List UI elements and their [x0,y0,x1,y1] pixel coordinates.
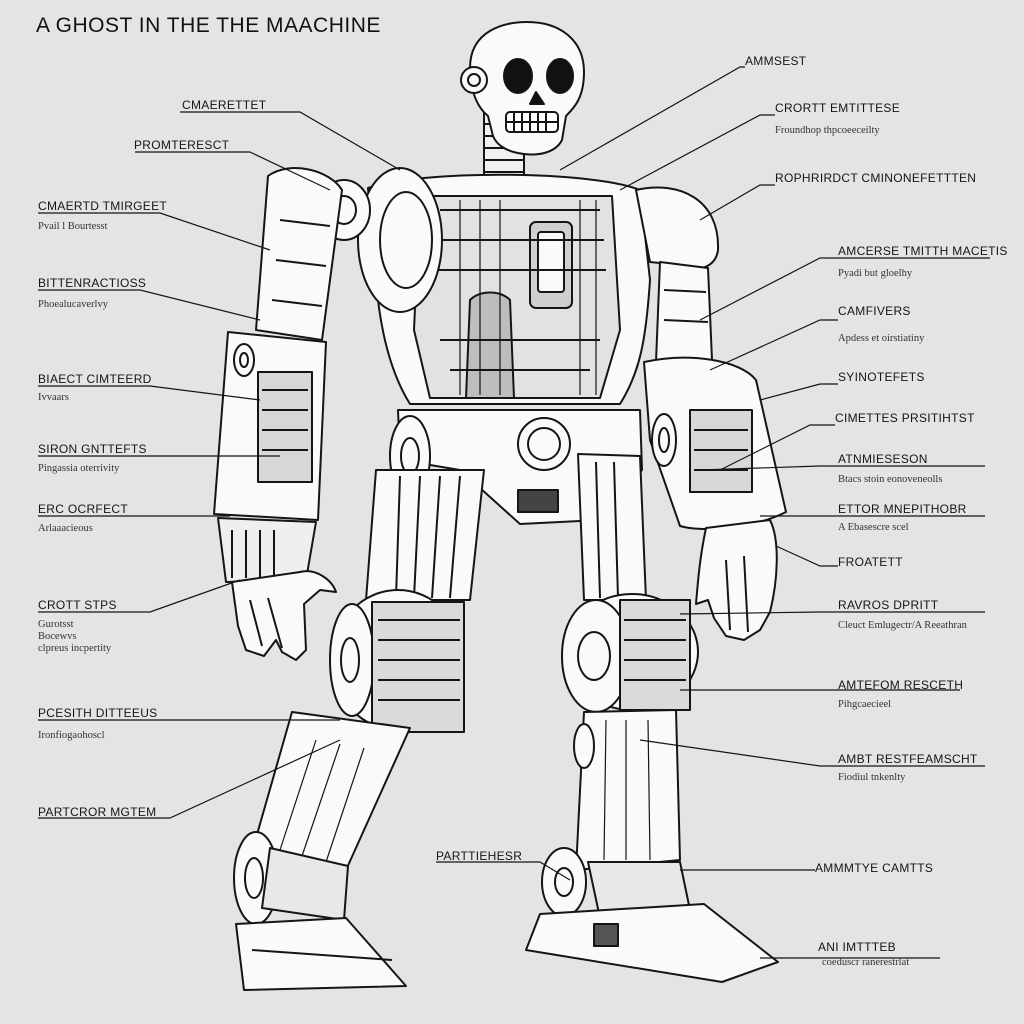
callout-right-label: ANI IMTTTEB [818,940,896,954]
robot-illustration [213,21,787,991]
callout-left-sub: Gurotsst Bocewvs clpreus incpertity [38,619,112,654]
callout-right-sub: coeduscr ranerestrlat [822,957,910,968]
callout-right-sub: Fiodiul tnkenlty [838,772,906,783]
callout-left-label: PROMTERESCT [134,138,230,152]
callout-right-sub: Pyadi but gloelhy [838,268,913,279]
callout-right-label: CRORTT EMTITTESE [775,101,901,115]
left-hand [231,570,337,661]
callout-left-sub: Ironfiogaohoscl [38,730,105,741]
diagram-title: A GHOST IN THE THE MAACHINE [36,14,381,37]
callout-right-label: SYINOTEFETS [838,370,925,384]
left-leg [233,469,485,991]
callout-left-label: CMAERETTET [182,98,267,112]
callout-right-label: AMMSEST [745,54,807,68]
callout-left-label: CMAERTD TMIRGEET [38,199,168,213]
right-shoulder [635,186,720,270]
left-arm [213,167,343,583]
right-arm [643,261,787,530]
callout-left-sub: Pvail l Bourtesst [38,221,108,232]
callout-right-label: CIMETTES PRSITIHTST [835,411,975,425]
callout-left-label: PCESITH DITTEEUS [38,706,158,720]
callout-right-label: AMCERSE TMITTH MACETIS [838,244,1008,258]
callout-left-sub: Pingassia oterrivity [38,463,120,474]
right-hand [695,519,778,641]
callout-right-sub: Apdess et oirstiatiny [838,333,925,344]
callout-bottom-label: PARTTIEHESR [436,849,523,863]
callout-right-label: RAVROS DPRITT [838,598,939,612]
callout-right-label: ROPHRIRDCT CMINONEFETTTEN [775,171,977,185]
leader-lines [38,66,990,959]
callout-left-sub: Ivvaars [38,392,69,403]
callout-left-sub: Phoealucaverlvy [38,299,108,310]
callout-right-label: CAMFIVERS [838,304,911,318]
callout-right-label: ETTOR MNEPITHOBR [838,502,967,516]
callout-left-label: SIRON GNTTEFTS [38,442,147,456]
callout-right-sub: Froundhop thpcoeeceilty [775,125,880,136]
callout-right-label: AMTEFOM RESCETH [838,678,964,692]
callout-left-label: BIAECT CIMTEERD [38,372,152,386]
callout-left-sub: Arlaaacieous [38,523,93,534]
callout-right-label: AMBT RESTFEAMSCHT [838,752,978,766]
callout-left-label: CROTT STPS [38,598,117,612]
right-leg [525,453,779,983]
callout-left-label: PARTCROR MGTEM [38,805,157,819]
callout-right-label: FROATETT [838,555,903,569]
callout-right-sub: Cleuct Emlugectr/A Reeathran [838,620,967,631]
callout-right-sub: Pihgcaecieel [838,699,892,710]
callout-right-sub: Btacs stoin eonoveneolls [838,474,943,485]
callout-right-label: AMMMTYE CAMTTS [815,861,934,875]
callout-left-label: BITTENRACTIOSS [38,276,147,290]
callout-left-label: ERC OCRFECT [38,502,128,516]
callout-right-sub: A Ebasescre scel [838,522,909,533]
callout-right-label: ATNMIESESON [838,452,928,466]
skull-head [460,21,585,156]
